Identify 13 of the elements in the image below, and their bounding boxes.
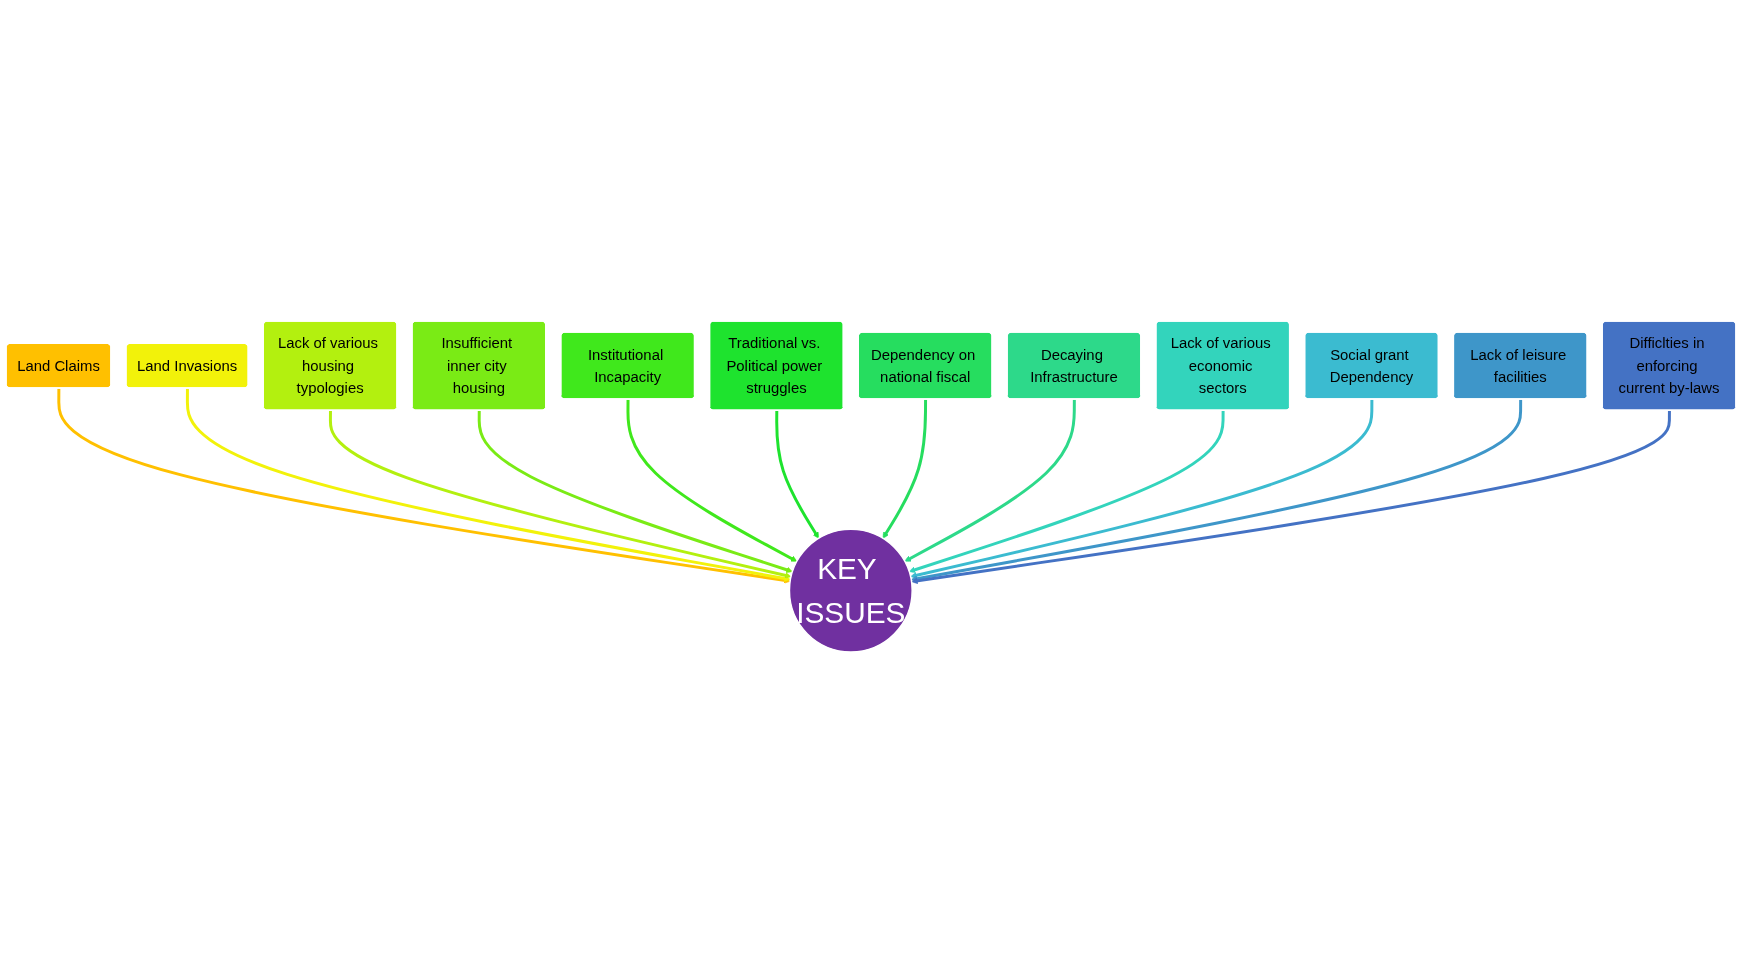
arrow bbox=[477, 410, 793, 573]
arrow bbox=[882, 398, 928, 539]
arrow bbox=[57, 387, 791, 584]
arrow bbox=[328, 410, 792, 579]
arrow bbox=[185, 387, 791, 582]
arrow bbox=[626, 398, 798, 562]
node-circle: KEY ISSUES bbox=[788, 528, 913, 653]
arrow bbox=[908, 410, 1225, 573]
arrow bbox=[904, 398, 1076, 562]
arrow bbox=[910, 398, 1374, 579]
arrow bbox=[775, 410, 819, 539]
arrow bbox=[911, 410, 1671, 584]
arrow bbox=[910, 398, 1523, 582]
